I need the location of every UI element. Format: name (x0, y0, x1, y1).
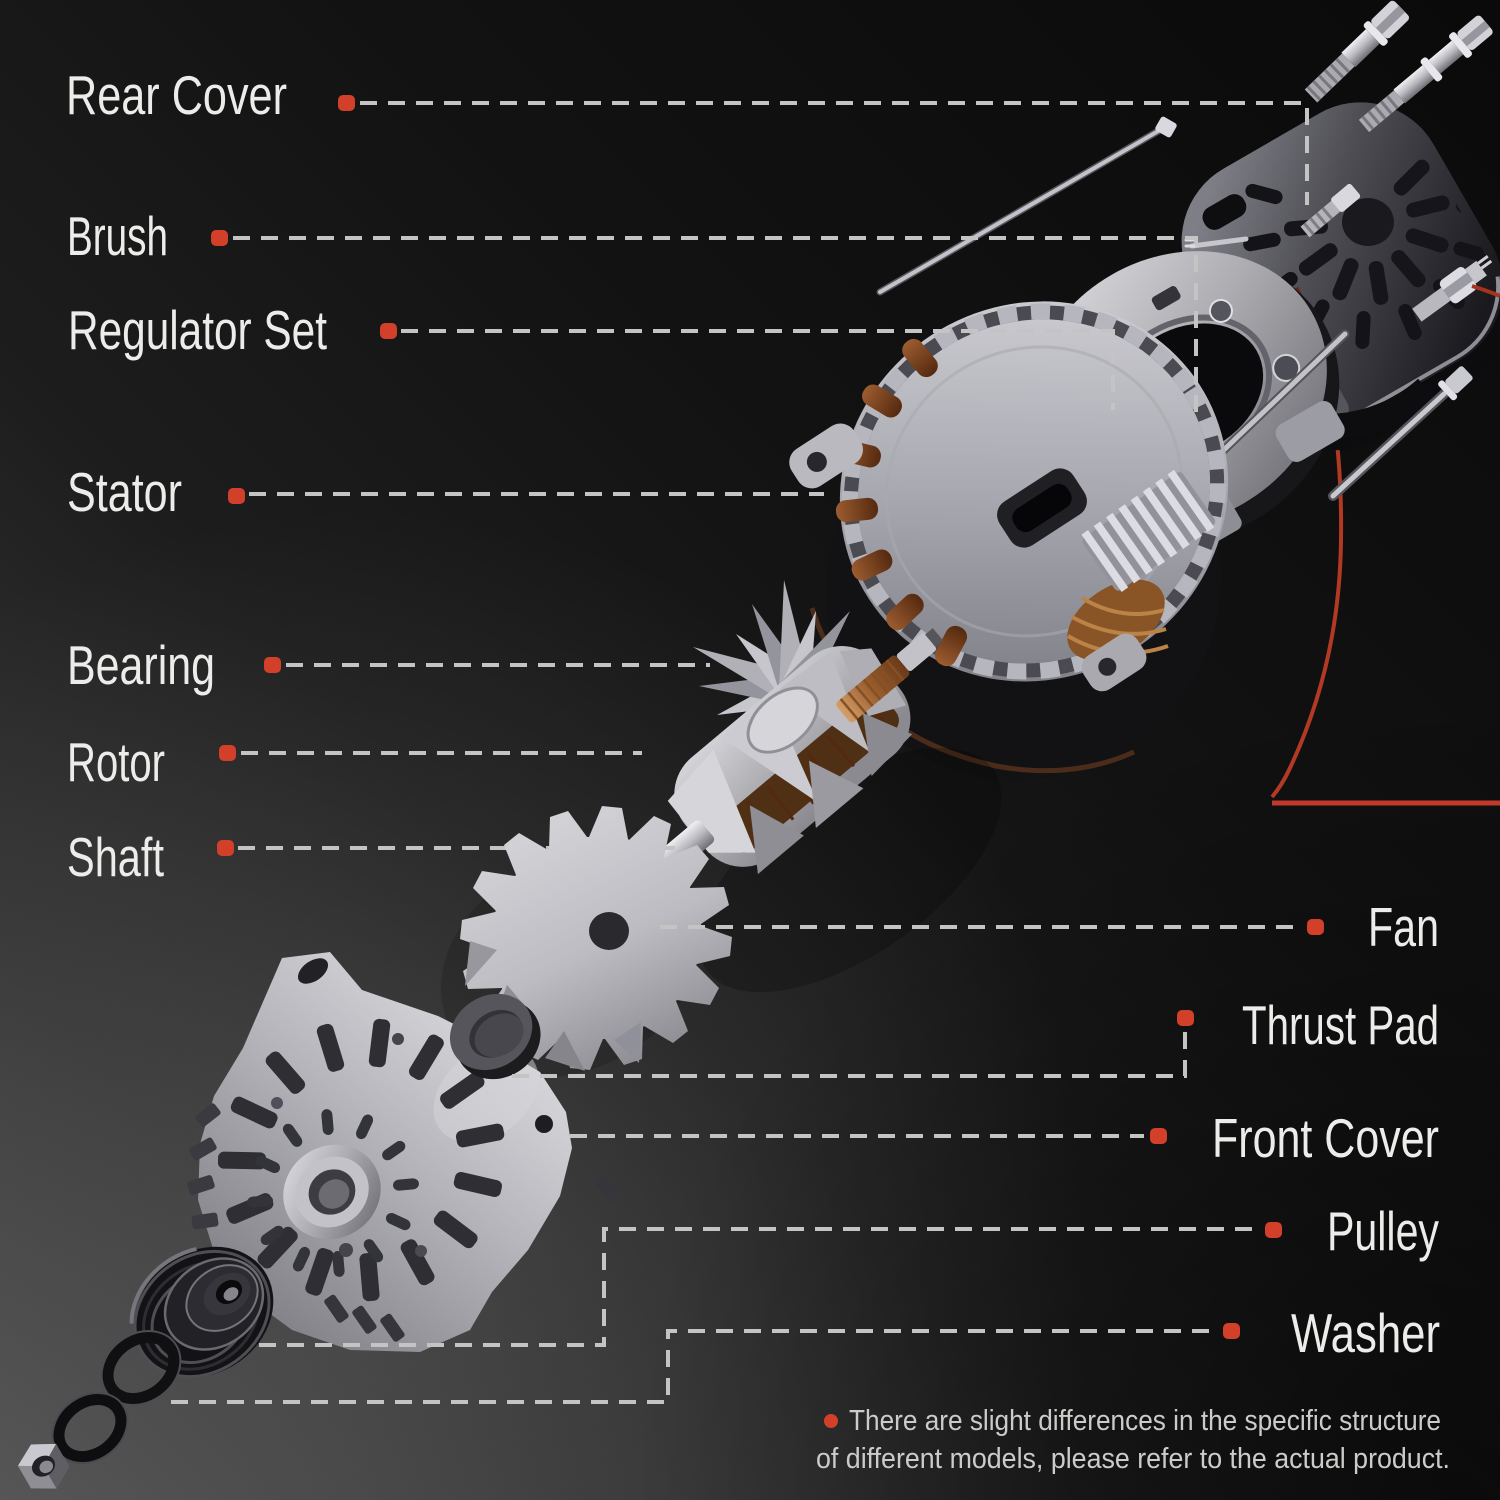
svg-text:There are slight differences i: There are slight differences in the spec… (849, 1405, 1441, 1437)
svg-text:Rotor: Rotor (67, 731, 165, 793)
svg-text:Regulator Set: Regulator Set (68, 299, 327, 361)
svg-text:Bearing: Bearing (67, 634, 215, 696)
svg-text:Fan: Fan (1368, 896, 1439, 958)
svg-text:Thrust Pad: Thrust Pad (1242, 994, 1439, 1056)
svg-text:of different models, please re: of different models, please refer to the… (816, 1443, 1450, 1475)
svg-text:Rear Cover: Rear Cover (66, 64, 287, 126)
svg-text:Brush: Brush (67, 205, 168, 267)
svg-text:Washer: Washer (1291, 1302, 1440, 1364)
svg-text:Front Cover: Front Cover (1212, 1107, 1439, 1169)
svg-text:Stator: Stator (67, 461, 182, 523)
svg-text:Pulley: Pulley (1327, 1200, 1439, 1262)
svg-text:Shaft: Shaft (67, 826, 164, 888)
